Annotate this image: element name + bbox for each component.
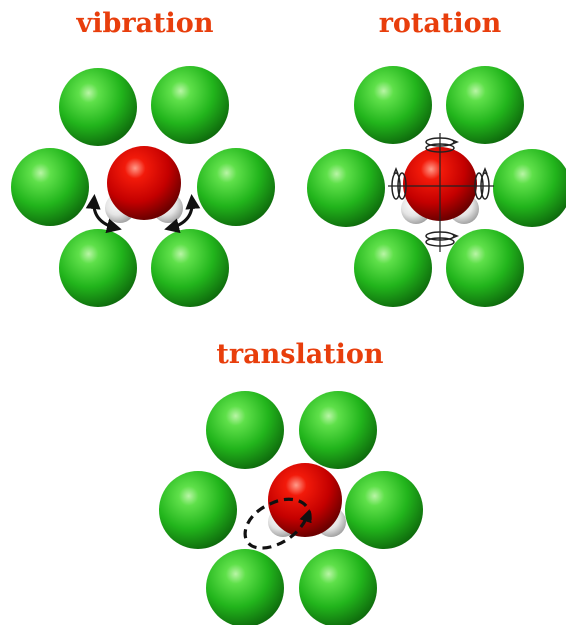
neighbor-sphere [151, 229, 229, 307]
neighbor-sphere [197, 148, 275, 226]
neighbor-sphere [446, 66, 524, 144]
rotation-panel [307, 66, 566, 307]
neighbor-sphere [299, 391, 377, 469]
dashed-loop-arrow-icon [243, 497, 312, 550]
neighbor-sphere [151, 66, 229, 144]
vibration-title: vibration [76, 8, 214, 39]
neighbor-sphere [354, 229, 432, 307]
spiral-rotation-icon [425, 137, 460, 153]
neighbor-sphere [159, 471, 237, 549]
oxygen-atom [107, 146, 181, 220]
neighbor-sphere [345, 471, 423, 549]
neighbor-sphere [354, 66, 432, 144]
translation-title: translation [216, 339, 384, 370]
rotation-title: rotation [378, 8, 502, 39]
neighbor-sphere [446, 229, 524, 307]
neighbor-sphere [59, 68, 137, 146]
curved-double-arrow-icon [85, 194, 122, 234]
spiral-rotation-icon [425, 231, 460, 247]
neighbor-sphere [307, 149, 385, 227]
neighbor-sphere [206, 549, 284, 625]
oxygen-atom [268, 463, 342, 537]
neighbor-sphere [299, 549, 377, 625]
translation-panel [159, 391, 423, 625]
neighbor-sphere [493, 149, 566, 227]
neighbor-sphere [206, 391, 284, 469]
neighbor-sphere [59, 229, 137, 307]
spiral-rotation-icon [391, 166, 407, 200]
vibration-panel [11, 66, 275, 307]
curved-double-arrow-icon [164, 194, 201, 234]
neighbor-sphere [11, 148, 89, 226]
spiral-rotation-icon [474, 166, 490, 200]
